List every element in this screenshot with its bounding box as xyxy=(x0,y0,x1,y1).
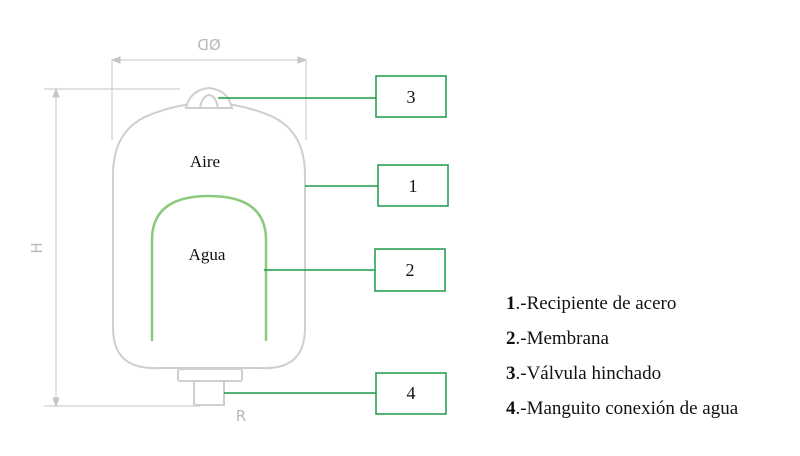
air-label: Aire xyxy=(190,152,220,171)
callout-2-number: 2 xyxy=(406,260,415,280)
legend-item-3: 3.-Válvula hinchado xyxy=(506,356,738,391)
legend-item-2: 2.-Membrana xyxy=(506,321,738,356)
callout-1: 1 xyxy=(305,164,449,207)
legend-number: 2 xyxy=(506,328,516,349)
legend-item-4: 4.-Manguito conexión de agua xyxy=(506,391,738,426)
legend-number: 1 xyxy=(506,293,516,314)
legend-text: .-Válvula hinchado xyxy=(515,363,662,384)
membrane xyxy=(150,194,268,341)
water-label: Agua xyxy=(189,245,226,264)
callout-2: 2 xyxy=(264,248,446,292)
diameter-label: ØD xyxy=(197,35,220,53)
legend-text: .-Membrana xyxy=(515,328,609,349)
legend-text: .-Manguito conexión de agua xyxy=(515,398,739,419)
connection-label: R xyxy=(236,407,246,425)
legend-number: 3 xyxy=(506,363,516,384)
legend: 1.-Recipiente de acero 2.-Membrana 3.-Vá… xyxy=(506,286,738,426)
legend-number: 4 xyxy=(506,398,516,419)
height-label: H xyxy=(28,242,46,253)
callout-3-number: 3 xyxy=(407,87,416,107)
callout-4-number: 4 xyxy=(407,383,416,403)
height-dimension xyxy=(44,87,200,408)
diameter-dimension xyxy=(110,56,308,140)
callout-1-number: 1 xyxy=(409,176,418,196)
callout-4: 4 xyxy=(224,372,447,415)
legend-item-1: 1.-Recipiente de acero xyxy=(506,286,738,321)
water-connection-sleeve xyxy=(177,368,243,406)
inflation-valve xyxy=(184,86,234,109)
legend-text: .-Recipiente de acero xyxy=(515,293,677,314)
callout-3: 3 xyxy=(218,75,447,118)
steel-vessel-outline xyxy=(112,102,306,370)
